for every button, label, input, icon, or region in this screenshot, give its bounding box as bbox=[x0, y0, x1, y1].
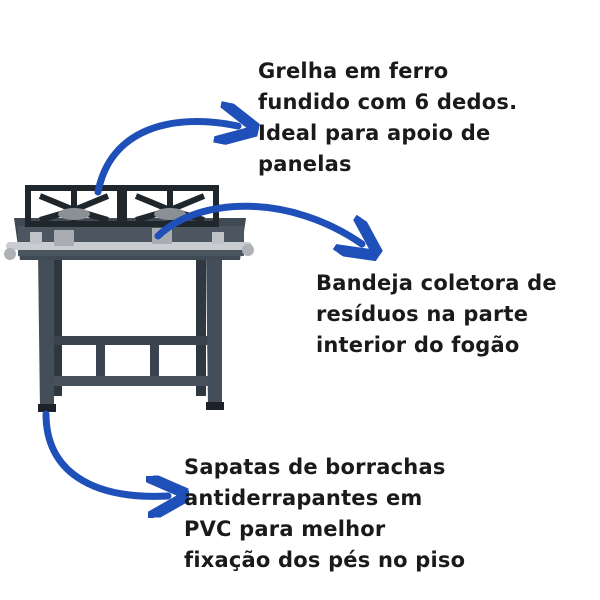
tray-caption-line: Bandeja coletora de bbox=[316, 271, 557, 295]
stove-pipe-end-left bbox=[4, 248, 16, 260]
stove-front-leg-left bbox=[38, 252, 54, 410]
stove-bottom-bar bbox=[46, 376, 218, 386]
stove-lower-frame bbox=[52, 336, 212, 345]
grate-caption-line: Ideal para apoio de bbox=[258, 121, 491, 145]
stove-top-front-panel bbox=[18, 226, 244, 256]
stove-shelf-slat-2 bbox=[150, 340, 159, 380]
stove-back-leg-right bbox=[196, 256, 206, 396]
stove-front-leg-right bbox=[206, 252, 222, 408]
tray-caption-line: interior do fogão bbox=[316, 333, 520, 357]
feet-caption: Sapatas de borrachas antiderrapantes em … bbox=[184, 452, 465, 576]
feet-caption-line: antiderrapantes em bbox=[184, 486, 423, 510]
feet-caption-line: fixação dos pés no piso bbox=[184, 548, 466, 572]
stove-back-leg-left bbox=[52, 256, 62, 396]
stove-valve-far-left bbox=[30, 232, 42, 244]
stove-shelf-slat-1 bbox=[96, 340, 105, 380]
grate-caption-line: fundido com 6 dedos. bbox=[258, 90, 518, 114]
stove-valve-left bbox=[54, 230, 74, 246]
stove-foot-right bbox=[206, 402, 224, 410]
feet-caption-line: Sapatas de borrachas bbox=[184, 455, 446, 479]
tray-caption-line: resíduos na parte bbox=[316, 302, 529, 326]
stove-valve-far-right bbox=[212, 232, 224, 244]
stove-valve-right bbox=[152, 228, 172, 244]
stove-burner-right bbox=[154, 208, 186, 220]
stove-pipe-end-right bbox=[242, 244, 254, 256]
stove-foot-left bbox=[38, 404, 56, 412]
grate-caption: Grelha em ferro fundido com 6 dedos. Ide… bbox=[258, 56, 517, 180]
feet-caption-line: PVC para melhor bbox=[184, 517, 386, 541]
grate-caption-line: Grelha em ferro bbox=[258, 59, 449, 83]
stove-burner-left bbox=[58, 208, 90, 220]
grate-caption-line: panelas bbox=[258, 152, 352, 176]
tray-caption: Bandeja coletora de resíduos na parte in… bbox=[316, 268, 557, 361]
